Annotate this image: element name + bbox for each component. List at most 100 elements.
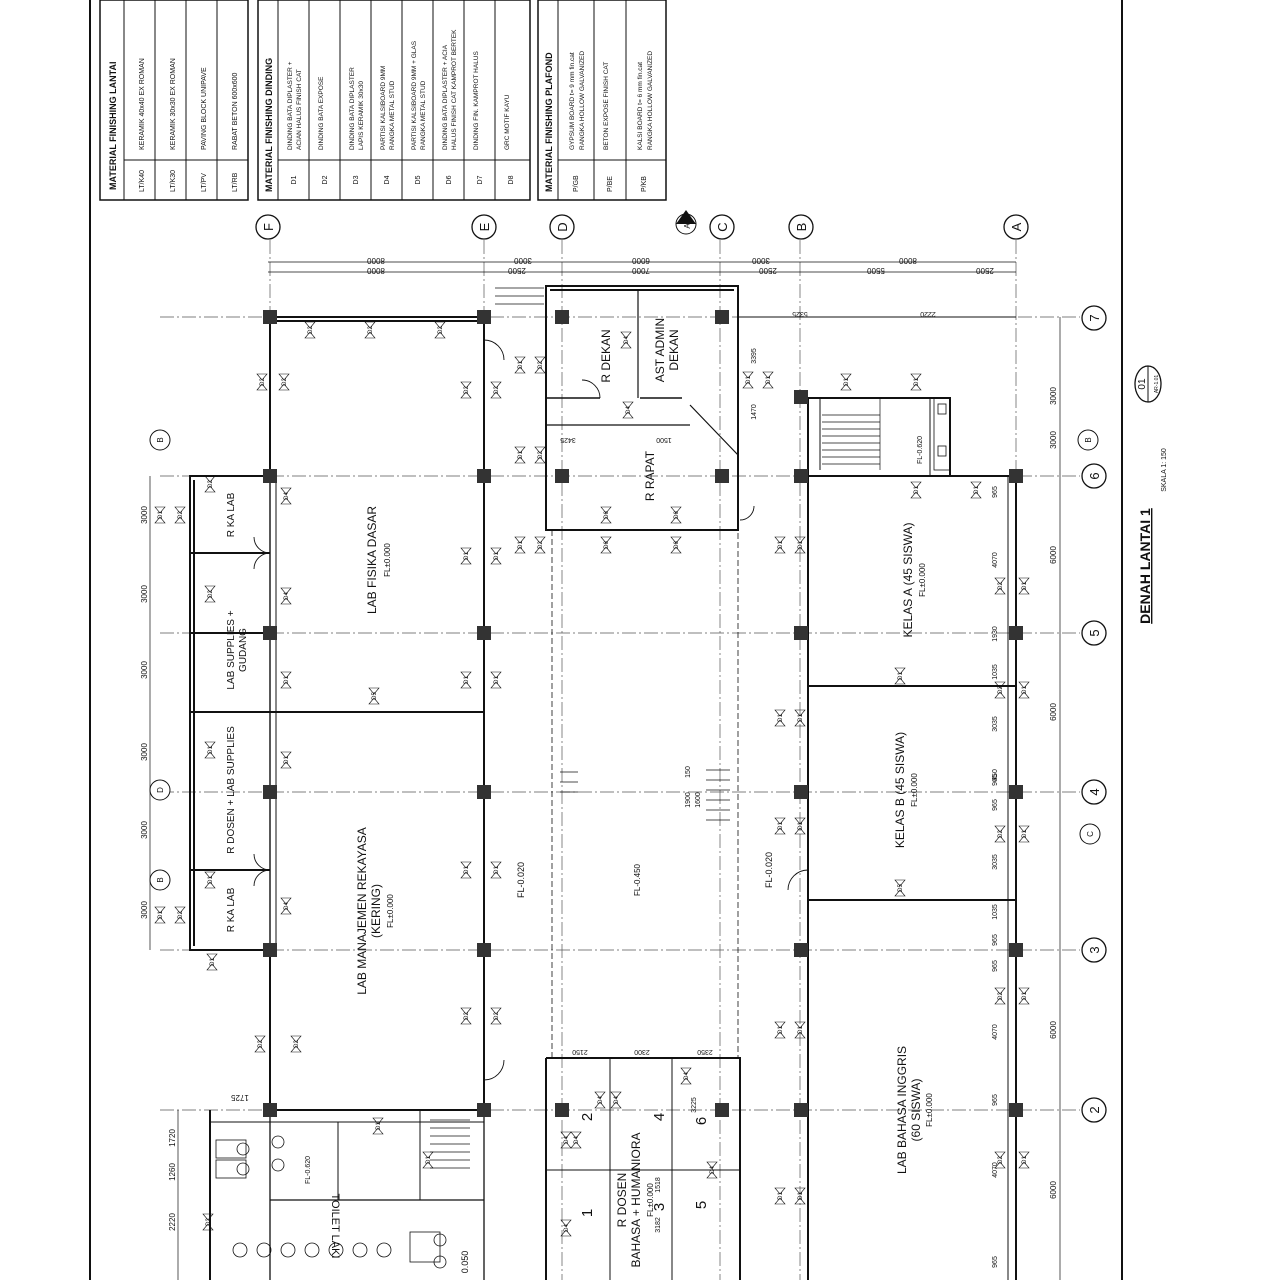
legend-desc: PAVING BLOCK UNIPAVE: [201, 67, 208, 150]
wall-code: D1: [778, 541, 784, 549]
legend-lantai-heading: MATERIAL FINISHING LANTAI: [108, 62, 118, 191]
wall-code: D2: [538, 541, 544, 549]
room-fl: FL±0.000: [386, 894, 395, 928]
svg-text:2: 2: [1087, 1106, 1102, 1113]
room-fl: FL±0.000: [918, 563, 927, 597]
dim-text: 6000: [1049, 1021, 1058, 1039]
wall-code: D1: [158, 911, 164, 919]
wall-code: D1: [1022, 1156, 1028, 1164]
legend-desc: PARTISI KALSIBOARD 9MM: [380, 66, 387, 150]
dim-text: 965: [992, 1256, 999, 1268]
dim-text: 3000: [1049, 431, 1058, 449]
wall-code: D5: [898, 884, 904, 892]
wall-code: D1: [518, 541, 524, 549]
room-fl: FL±0.000: [646, 1183, 655, 1217]
dim-text: 7000: [632, 266, 650, 275]
wall-code-tag: D1: [204, 741, 216, 759]
svg-text:3000: 3000: [140, 821, 149, 839]
wall-code: D2: [998, 582, 1004, 590]
legend-desc: ACIAN HALUS FINISH CAT: [296, 69, 303, 150]
dim-text: 965: [992, 934, 999, 946]
wall-code-tag: D1: [460, 671, 472, 689]
grid-bubbles-letters: F E D C B A: [255, 214, 1029, 240]
toilet-fl: FL-0.620: [305, 1156, 312, 1184]
legend-code: D6: [446, 175, 453, 184]
wall-code-tag: D1: [204, 871, 216, 889]
pantry-fl: FL-0.620: [917, 436, 924, 464]
legend-code: LT/K30: [170, 170, 177, 192]
svg-text:2300: 2300: [634, 1048, 650, 1055]
wall-code-tag: D4: [280, 487, 292, 505]
wall-code: D2: [464, 1012, 470, 1020]
svg-text:B: B: [794, 223, 809, 232]
wall-code-tag: D1: [460, 547, 472, 565]
wall-code-tag: D2: [174, 906, 186, 924]
wall-code: D1: [518, 451, 524, 459]
wall-code: D1: [778, 1026, 784, 1034]
svg-text:3182: 3182: [655, 1217, 662, 1233]
wall-code: D1: [746, 376, 752, 384]
wall-code-tag: D2: [304, 321, 316, 339]
wall-code: D4: [284, 902, 290, 910]
wall-code: D1: [844, 378, 850, 386]
legend-code: LT/PV: [201, 173, 208, 192]
wall-code-tag: D4: [594, 1091, 606, 1109]
svg-text:5325: 5325: [792, 310, 808, 317]
dim-text: 4070: [992, 552, 999, 568]
cubicle-numbers: 1 2 3 4 5 6: [579, 1113, 710, 1217]
wall-code: D1: [798, 1026, 804, 1034]
wall-code: D1: [798, 714, 804, 722]
wall-code-tag: D2: [460, 381, 472, 399]
svg-text:7: 7: [1087, 314, 1102, 321]
wall-code: D1: [778, 714, 784, 722]
wall-code-tag: D1: [206, 953, 218, 971]
wall-code: D1: [914, 486, 920, 494]
legend-code: LT/RB: [232, 172, 239, 192]
wall-code-tag: D1: [894, 667, 906, 685]
wall-code-tag: D1: [794, 1021, 806, 1039]
grid-bubble-a: A: [1003, 214, 1029, 240]
room-lab-bahasa-kapasitas: (60 SISWA): [909, 1079, 923, 1142]
svg-text:3000: 3000: [140, 743, 149, 761]
room-r-dosen-bahasa-2: BAHASA + HUMANIORA: [629, 1132, 643, 1267]
room-lab-supplies-gudang-2: GUDANG: [238, 628, 249, 672]
wall-code: D2: [538, 361, 544, 369]
wall-code: D6: [674, 541, 680, 549]
legend-code: P/GB: [573, 175, 580, 192]
dim-text: 3000: [752, 256, 770, 265]
wall-code-tag: D1: [422, 1151, 434, 1169]
wall-code-tag: D4: [610, 1091, 622, 1109]
room-fl: FL±0.000: [910, 773, 919, 807]
legend-desc: RANGKA HOLLOW GALVANIZED: [647, 51, 654, 150]
dim-text: 965: [992, 774, 999, 786]
wall-code-tag: D2: [278, 373, 290, 391]
wall-code-tag: D2: [290, 1035, 302, 1053]
sheet-number: 01: [1137, 378, 1148, 390]
legend-desc: DINDING FIN. KAMPROT HALUS: [473, 50, 480, 150]
room-kelas-a: KELAS A (45 SISWA): [901, 523, 915, 638]
svg-text:3000: 3000: [140, 506, 149, 524]
legend-code: D2: [322, 175, 329, 184]
cubicle-number: 2: [579, 1113, 596, 1121]
wall-code: D1: [1022, 830, 1028, 838]
room-r-dosen-bahasa: R DOSEN: [615, 1173, 629, 1228]
wall-code-tag: D2: [434, 321, 446, 339]
wall-code: D2: [206, 1218, 212, 1226]
room-r-ka-lab-bottom: R KA LAB: [226, 887, 237, 932]
wall-code: D5: [372, 692, 378, 700]
legend-desc: DINDING BATA EXPOSE: [318, 76, 325, 150]
wall-code-tag: D2: [174, 506, 186, 524]
legend-code: D4: [384, 175, 391, 184]
grid-bubble-c: C: [709, 214, 735, 240]
wall-code: D6: [604, 541, 610, 549]
left-dimensions: 3000 3000 3000 3000 3000 3000 1720 1260 …: [140, 476, 249, 1280]
section-marker-b-left: B: [149, 429, 171, 451]
wall-code: D4: [614, 1096, 620, 1104]
dim-text: 965: [992, 1094, 999, 1106]
grid-bubble-f: F: [255, 214, 281, 240]
wall-code-tag: D5: [894, 879, 906, 897]
svg-text:2150: 2150: [572, 1048, 588, 1055]
room-fl: FL±0.000: [383, 543, 392, 577]
wall-code: D1: [494, 552, 500, 560]
